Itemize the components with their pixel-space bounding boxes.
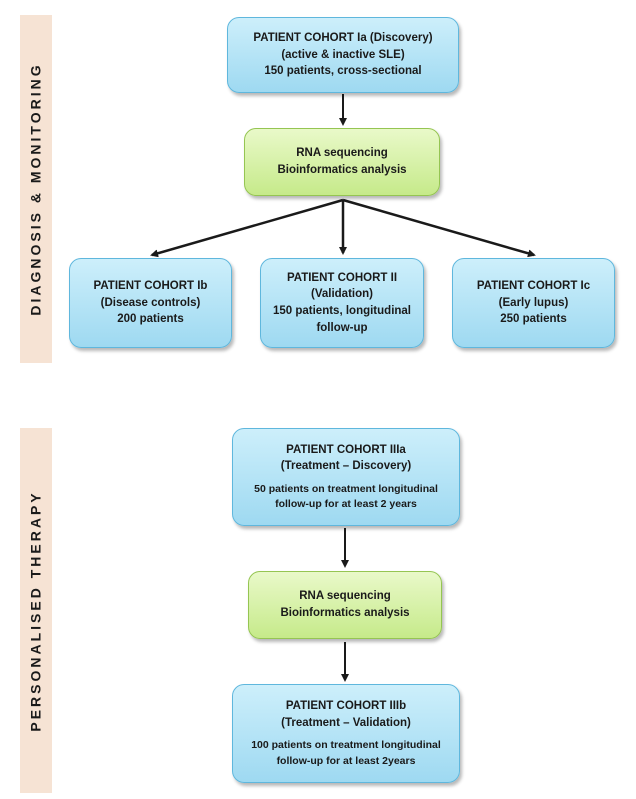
cohort-3b-subtitle: (Treatment – Validation) [281,716,411,729]
rna-sequencing-label: RNA sequencing [296,147,388,160]
cohort-1c-subtitle: (Early lupus) [498,296,569,309]
cohort-2-box: PATIENT COHORT II (Validation) 150 patie… [260,258,424,348]
cohort-3b-box: PATIENT COHORT IIIb (Treatment – Validat… [232,684,460,783]
cohort-2-subtitle: (Validation) [311,288,373,301]
cohort-3a-size: 50 patients on treatment longitudinal [254,482,438,495]
cohort-3a-followup: follow-up for at least 2 years [275,498,417,511]
section-label-personalised-therapy: PERSONALISED THERAPY [20,428,52,793]
cohort-2-title: PATIENT COHORT II [286,271,398,284]
rna-sequencing-box-2: RNA sequencing Bioinformatics analysis [248,571,442,639]
cohort-1b-box: PATIENT COHORT Ib (Disease controls) 200… [69,258,232,348]
cohort-1a-subtitle: (active & inactive SLE) [281,48,405,61]
cohort-1a-size: 150 patients, cross-sectional [264,65,422,78]
cohort-1b-size: 200 patients [117,313,184,326]
cohort-2-size: 150 patients, longitudinal [272,305,412,317]
cohort-3a-box: PATIENT COHORT IIIa (Treatment – Discove… [232,428,460,526]
cohort-3b-title: PATIENT COHORT IIIb [285,700,407,713]
rna-sequencing-label: RNA sequencing [299,590,391,603]
arrow-rna-to-1c [342,198,536,258]
cohort-3a-title: PATIENT COHORT IIIa [286,443,406,456]
bioinformatics-label: Bioinformatics analysis [280,607,410,619]
cohort-1b-subtitle: (Disease controls) [100,296,201,309]
arrow-rna-to-1b [150,198,344,258]
bioinformatics-label: Bioinformatics analysis [277,164,407,176]
cohort-1c-title: PATIENT COHORT Ic [476,279,591,292]
cohort-1a-box: PATIENT COHORT Ia (Discovery) (active & … [227,17,459,93]
cohort-3b-followup: follow-up for at least 2years [276,754,416,767]
cohort-3b-size: 100 patients on treatment longitudinal [251,739,441,752]
cohort-1a-title: PATIENT COHORT Ia (Discovery) [253,31,433,44]
cohort-1c-size: 250 patients [500,313,567,326]
cohort-1c-box: PATIENT COHORT Ic (Early lupus) 250 pati… [452,258,615,348]
cohort-1b-title: PATIENT COHORT Ib [93,279,208,292]
rna-sequencing-box-1: RNA sequencing Bioinformatics analysis [244,128,440,196]
cohort-2-followup: follow-up [316,321,368,334]
cohort-3a-subtitle: (Treatment – Discovery) [280,460,412,473]
section-label-diagnosis-monitoring: DIAGNOSIS & MONITORING [20,15,52,363]
